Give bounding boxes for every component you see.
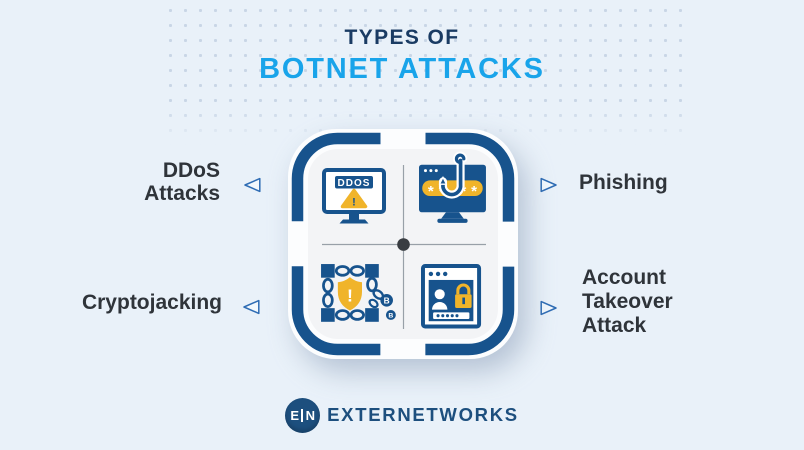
brand-name: EXTERNETWORKS — [327, 404, 519, 425]
password-asterisk: * — [460, 183, 466, 200]
coin-icon — [380, 293, 393, 307]
password-asterisk: * — [471, 183, 477, 200]
arrow-right-icon — [540, 177, 557, 193]
coin-icon — [385, 310, 396, 320]
arrow-right-icon — [540, 300, 557, 316]
externetworks-logo-icon: E N — [285, 397, 321, 433]
password-dots — [436, 314, 459, 318]
password-pill — [422, 180, 483, 197]
title-line1: TYPES OF — [344, 26, 460, 49]
logo-letter: E — [290, 407, 299, 423]
shield-icon — [337, 277, 362, 311]
page-title: TYPES OF BOTNET ATTACKS — [0, 26, 804, 85]
dot-pattern — [163, 3, 683, 145]
label-ddos-attacks: DDoS Attacks — [144, 159, 220, 205]
arrow-left-icon — [243, 299, 260, 315]
ddos-monitor-icon: DDOS ! — [322, 168, 386, 224]
title-line2: BOTNET ATTACKS — [259, 52, 545, 85]
cryptojacking-blockchain-icon: ! B B — [321, 264, 396, 322]
label-cryptojacking: Cryptojacking — [82, 292, 222, 314]
label-account-takeover-attack: Account Takeover Attack — [582, 266, 673, 338]
fish-hook — [438, 151, 468, 199]
central-panel: DDOS ! * * * * — [288, 129, 518, 359]
label-line: Attack — [582, 314, 647, 337]
warning-triangle-icon — [340, 188, 368, 209]
logo-divider — [301, 408, 304, 422]
coin-symbol: B — [384, 295, 390, 305]
account-takeover-window-icon — [420, 263, 482, 329]
chain-links — [322, 265, 378, 321]
user-avatar — [434, 289, 445, 300]
label-line: DDoS — [162, 159, 220, 182]
password-asterisk: * — [428, 183, 434, 200]
padlock-shackle — [456, 283, 471, 295]
ddos-screen-text: DDOS — [338, 178, 371, 189]
label-line: Attacks — [144, 182, 220, 205]
label-phishing: Phishing — [579, 171, 668, 194]
label-line: Cryptojacking — [81, 291, 222, 314]
label-line: Account — [582, 266, 666, 289]
arrow-left-icon — [244, 177, 261, 193]
brand-footer: E N EXTERNETWORKS — [0, 396, 804, 434]
label-line: Phishing — [579, 171, 668, 194]
shield-exclamation: ! — [347, 285, 353, 305]
label-line: Takeover — [582, 290, 673, 313]
phishing-hook-icon: * * * * — [419, 151, 486, 223]
logo-letter: N — [305, 407, 315, 423]
crosshair-center-dot — [397, 238, 410, 251]
warning-exclamation: ! — [352, 196, 356, 208]
coin-symbol: B — [388, 313, 393, 320]
